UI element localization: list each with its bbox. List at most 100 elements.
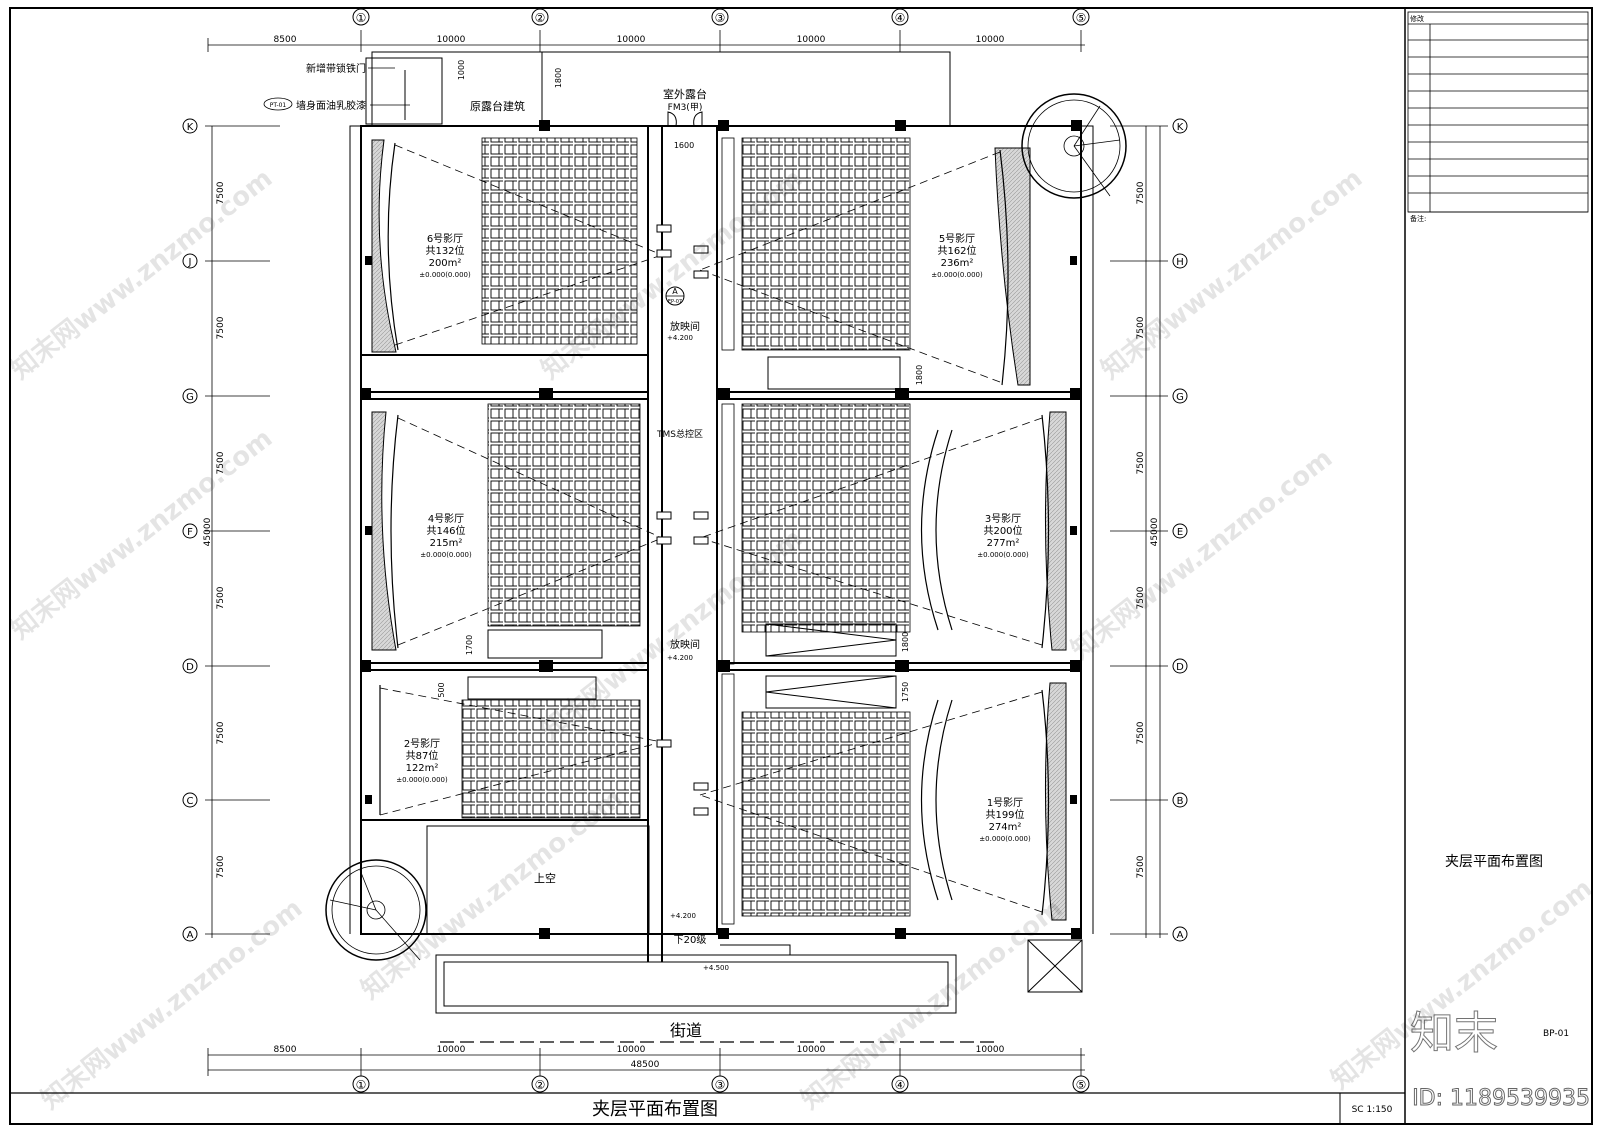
grid-col-4-bottom: ④	[895, 1078, 906, 1092]
dimension-lines	[205, 30, 1168, 1080]
label-projection-1: 放映间	[670, 320, 700, 333]
dim-bottom-total: 48500	[631, 1060, 660, 1070]
svg-text:274m²: 274m²	[989, 822, 1022, 833]
svg-text:±0.000(0.000): ±0.000(0.000)	[977, 551, 1029, 559]
level-projection-1: +4.200	[667, 334, 693, 342]
hall-6-label: 6号影厅 共132位 200m² ±0.000(0.000)	[419, 233, 471, 279]
screen-lines	[379, 142, 1050, 916]
projectors	[656, 224, 709, 816]
sheet-frame	[9, 7, 1593, 1125]
seating-hall-3	[741, 403, 911, 633]
grid-col-2-bottom: ②	[535, 1078, 546, 1092]
dim-left-1: 7500	[216, 181, 226, 204]
drawing-scale: SC 1:150	[1352, 1105, 1393, 1115]
svg-text:±0.000(0.000): ±0.000(0.000)	[396, 776, 448, 784]
building-outer-lines	[349, 51, 1094, 1014]
seating-hall-1	[741, 711, 911, 917]
grid-col-1-top: ①	[356, 11, 367, 25]
label-void: 上空	[534, 871, 556, 885]
grid-row-left-2: J	[188, 257, 192, 268]
grid-col-2-top: ②	[535, 11, 546, 25]
level-entrance: +4.500	[703, 964, 729, 972]
dim-right-1: 7500	[1136, 181, 1146, 204]
section-marker: A EP-07	[665, 286, 685, 306]
svg-text:6号影厅: 6号影厅	[427, 233, 463, 245]
grid-row-left-7: A	[187, 930, 194, 941]
label-new-door: 新增带锁铁门	[306, 62, 366, 75]
spiral-stair-top	[1021, 93, 1127, 199]
hall-3-label: 3号影厅 共200位 277m² ±0.000(0.000)	[977, 513, 1029, 559]
revision-table	[1407, 11, 1589, 213]
grid-row-left-1: K	[187, 122, 194, 133]
notes-label: 备注:	[1410, 214, 1426, 223]
svg-text:知末网www.znzmo.com: 知末网www.znzmo.com	[6, 163, 278, 385]
level-corridor: +4.200	[670, 912, 696, 920]
svg-text:知末网www.znzmo.com: 知末网www.znzmo.com	[796, 893, 1068, 1115]
svg-text:±0.000(0.000): ±0.000(0.000)	[931, 271, 983, 279]
grid-row-right-6: B	[1177, 796, 1184, 807]
svg-text:共200位: 共200位	[983, 524, 1022, 537]
aisle-side-seats	[721, 137, 735, 925]
hall-4-label: 4号影厅 共146位 215m² ±0.000(0.000)	[420, 513, 472, 559]
hall-2-label: 2号影厅 共87位 122m² ±0.000(0.000)	[396, 738, 448, 784]
dim-small-2: 1800	[554, 68, 563, 88]
dim-bottom-2: 10000	[437, 1045, 466, 1055]
sheet-number: BP-01	[1543, 1029, 1569, 1039]
screens	[371, 139, 1067, 921]
svg-text:2号影厅: 2号影厅	[404, 738, 440, 750]
dim-left-total: 45000	[203, 517, 213, 546]
label-door-code: FM3(甲)	[668, 102, 703, 113]
svg-text:共199位: 共199位	[985, 808, 1024, 821]
spiral-stair-bottom	[325, 859, 427, 961]
dim-left-6: 7500	[216, 855, 226, 878]
dim-small-8: 1750	[901, 682, 910, 702]
grid-col-3-bottom: ③	[715, 1078, 726, 1092]
grid-row-left-4: F	[187, 527, 193, 538]
dim-top-3: 10000	[617, 35, 646, 45]
dim-left-2: 7500	[216, 316, 226, 339]
grid-row-right-4: E	[1177, 527, 1183, 538]
dim-top-2: 10000	[437, 35, 466, 45]
dim-top-1: 8500	[274, 35, 297, 45]
dim-bottom-1: 8500	[274, 1045, 297, 1055]
grid-row-right-1: K	[1177, 122, 1184, 133]
seating-hall-6	[481, 137, 638, 345]
svg-text:A: A	[672, 287, 678, 296]
dim-top-5: 10000	[976, 35, 1005, 45]
grid-col-5-top: ⑤	[1076, 11, 1087, 25]
grid-row-right-5: D	[1176, 662, 1184, 673]
ramps	[365, 57, 1083, 993]
hall-5-label: 5号影厅 共162位 236m² ±0.000(0.000)	[931, 233, 983, 279]
grid-col-3-top: ③	[715, 11, 726, 25]
dim-right-6: 7500	[1136, 855, 1146, 878]
dim-small-5: 1700	[465, 635, 474, 655]
svg-text:共87位: 共87位	[406, 749, 439, 762]
svg-text:±0.000(0.000): ±0.000(0.000)	[420, 551, 472, 559]
svg-text:知末网www.znzmo.com: 知末网www.znzmo.com	[1326, 873, 1598, 1095]
grid-bubbles-top	[352, 8, 1090, 1093]
svg-text:3号影厅: 3号影厅	[985, 513, 1021, 525]
dim-small-4: 1800	[915, 365, 924, 385]
svg-text:共162位: 共162位	[937, 244, 976, 257]
dim-small-7: 1800	[901, 632, 910, 652]
label-wall-paint: 墙身面油乳胶漆	[296, 99, 366, 112]
dim-left-4: 7500	[216, 586, 226, 609]
svg-text:215m²: 215m²	[430, 538, 463, 549]
svg-text:±0.000(0.000): ±0.000(0.000)	[419, 271, 471, 279]
label-outdoor-terrace: 室外露台	[663, 87, 707, 101]
svg-text:236m²: 236m²	[941, 258, 974, 269]
dim-small-6: 500	[437, 682, 446, 697]
grid-row-right-7: A	[1177, 930, 1184, 941]
dim-bottom-5: 10000	[976, 1045, 1005, 1055]
side-title: 夹层平面布置图	[1445, 854, 1543, 870]
watermark-brand: 知末	[1410, 1008, 1498, 1059]
svg-text:知末网www.znzmo.com: 知末网www.znzmo.com	[1066, 443, 1338, 665]
dim-right-2: 7500	[1136, 316, 1146, 339]
svg-text:知末网www.znzmo.com: 知末网www.znzmo.com	[6, 423, 278, 645]
svg-text:277m²: 277m²	[987, 538, 1020, 549]
structural-columns	[361, 120, 1082, 939]
dim-right-4: 7500	[1136, 586, 1146, 609]
svg-text:共146位: 共146位	[426, 524, 465, 537]
dim-right-total: 45000	[1150, 517, 1160, 546]
